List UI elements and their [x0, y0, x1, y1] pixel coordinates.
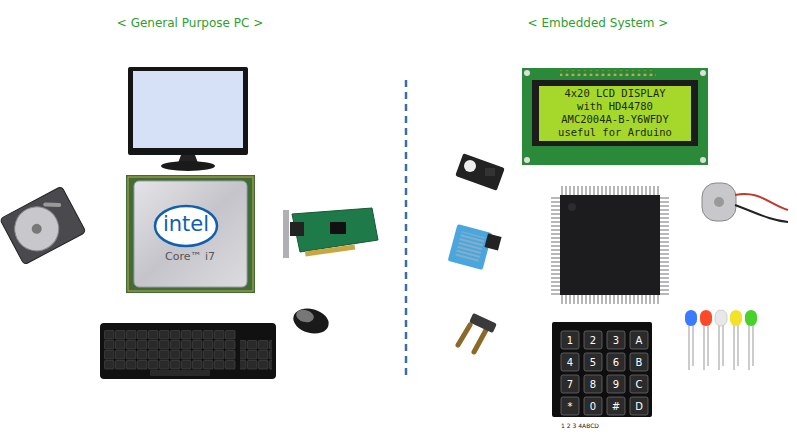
keypad-key: 9: [613, 379, 619, 390]
dc-motor: [702, 183, 788, 222]
leds: [685, 310, 757, 370]
keypad-key: 8: [590, 379, 596, 390]
lcd-text: with HD44780: [577, 101, 653, 113]
humidity-sensor: [448, 224, 502, 270]
hard-disk: [0, 186, 86, 265]
keypad-key: 1: [567, 335, 573, 346]
keypad-key: 5: [590, 357, 596, 368]
keypad-key: D: [635, 401, 643, 412]
mouse: [291, 305, 332, 337]
lcd-display: [522, 68, 708, 165]
lcd-text: AMC2004A-B-Y6WFDY: [561, 114, 668, 126]
cpu: [126, 175, 255, 293]
soil-sensor: [458, 313, 497, 352]
divider-line: [405, 80, 408, 380]
keypad-key: #: [612, 401, 620, 412]
section-heading: < General Purpose PC >: [117, 17, 263, 30]
sensor-module: [455, 153, 505, 191]
brand-logo: intel: [163, 213, 209, 236]
cpu-model: Core™ i7: [165, 251, 215, 263]
lcd-text: useful for Arduino: [558, 127, 672, 139]
microcontroller-chip: [551, 186, 669, 304]
keypad-key: 0: [590, 401, 596, 412]
network-card: [283, 208, 378, 258]
keypad-key: *: [568, 401, 573, 412]
lcd-text: 4x20 LCD DISPLAY: [564, 88, 665, 100]
keypad-key: C: [636, 379, 643, 390]
section-heading: < Embedded System >: [528, 17, 669, 30]
keypad: [552, 322, 652, 417]
keypad-key: 3: [613, 335, 619, 346]
keypad-key: 4: [567, 357, 573, 368]
keypad-key: 7: [567, 379, 573, 390]
keypad-key: 6: [613, 357, 619, 368]
keyboard: [100, 323, 276, 379]
monitor: [128, 67, 248, 171]
keypad-key: 2: [590, 335, 596, 346]
keypad-key: A: [636, 335, 643, 346]
pin-label: 1 2 3 4ABCD: [561, 423, 599, 430]
keypad-key: B: [636, 357, 643, 368]
